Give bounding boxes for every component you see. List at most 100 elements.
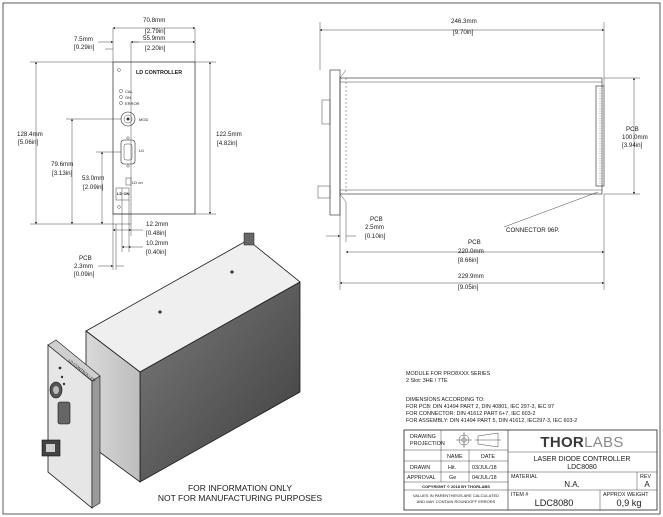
mount-screw-top — [117, 68, 121, 72]
dim-122-5-mm: 122.5mm — [216, 131, 242, 138]
dim-pcb-2-3-label: PCB — [79, 255, 92, 262]
logo-labs: LABS — [584, 434, 624, 451]
dsub-connector-icon — [120, 139, 136, 165]
notes-block: MODULE FOR PRO8XXX SERIES 2 Slot: 3HE / … — [158, 371, 577, 503]
drawing-projection-label-2: PROJECTION — [410, 441, 445, 447]
dim-pcb-2-5-label: PCB — [370, 216, 383, 223]
module-line-2: 2 Slot: 3HE / 7TE — [406, 378, 448, 384]
dim-55-9-mm: 55.9mm — [143, 35, 165, 42]
disclaimer-line-1: FOR INFORMATION ONLY — [188, 483, 292, 493]
dim-pcb-220-mm: 220.0mm — [458, 248, 484, 255]
weight-label: APPROX WEIGHT — [603, 492, 649, 498]
dims-assembly: FOR ASSEMBLY: DIN 41494 PART 5, DIN 4161… — [406, 418, 577, 424]
panel-title: LD CONTROLLER — [136, 70, 182, 76]
dim-pcb-220-in: [8.66in] — [458, 257, 479, 264]
logo-thor: THOR — [540, 434, 584, 451]
projection-symbol-icon — [456, 432, 501, 448]
ld-on-label: LD on — [132, 180, 143, 185]
dim-pcb-220-label: PCB — [468, 239, 481, 246]
drawn-date: 03/JUL/18 — [472, 465, 497, 471]
values-note-2: AND MAY CONTAIN ROUNDOFF ERRORS — [417, 499, 496, 504]
led-on-label: ON — [125, 95, 131, 100]
iso-rear-connector-icon — [243, 232, 255, 246]
dim-12-2-in: [0.48in] — [146, 230, 167, 237]
rev-value: A — [644, 480, 650, 489]
drawn-name: Hit. — [448, 465, 456, 471]
dim-pcb-2-3-in: [0.09in] — [74, 271, 95, 278]
description-line-2: LDC8080 — [567, 464, 597, 471]
dim-7-5-mm: 7.5mm — [74, 36, 93, 43]
col-date-header: DATE — [481, 454, 495, 460]
side-dsub-icon — [317, 185, 331, 199]
led-error-icon — [119, 101, 123, 105]
values-note-1: VALUES IN PARENTHESIS ARE CALCULATED — [413, 493, 499, 498]
dim-128-4-mm: 128.4mm — [17, 131, 43, 138]
side-bnc-icon — [321, 99, 331, 125]
dim-246-3-mm: 246.3mm — [451, 18, 477, 25]
dim-pcb-100-mm: 100.0mm — [622, 134, 648, 141]
dims-title: DIMENSIONS ACCORDING TO: — [406, 397, 485, 403]
material-value: N.A. — [564, 480, 580, 489]
connector-96p-label: CONNECTOR 96P. — [506, 227, 560, 234]
dim-122-5-in: [4.82in] — [217, 140, 238, 147]
side-view: 246.3mm [9.70in] PCB 100.0mm [3.94in] CO… — [317, 18, 648, 291]
dim-pcb-2-5-in: [0.10in] — [365, 233, 386, 240]
dsub-label: LD — [139, 148, 144, 153]
led-error-label: ERROR — [125, 101, 140, 106]
side-front-panel — [329, 69, 341, 216]
material-label: MATERIAL — [511, 474, 538, 480]
approval-name: Ge — [449, 475, 456, 481]
side-pcb-outline — [339, 77, 603, 195]
front-panel-outline — [112, 61, 196, 215]
dim-53-0-mm: 53.0mm — [82, 175, 104, 182]
dim-pcb-100-label: PCB — [626, 126, 639, 133]
drawing-projection-label-1: DRAWING — [410, 434, 436, 440]
dim-12-2-mm: 12.2mm — [146, 221, 168, 228]
iso-screw-2-icon — [230, 270, 234, 274]
thorlabs-logo: THORLABS — [540, 434, 623, 451]
title-block: DRAWING PROJECTION NAME DATE DRAWN Hit. … — [403, 429, 658, 511]
module-line-1: MODULE FOR PRO8XXX SERIES — [406, 371, 491, 377]
dim-pcb-2-5-mm: 2.5mm — [365, 224, 384, 231]
bnc-label: MOD — [139, 117, 148, 122]
dim-10-2-in: [0.40in] — [146, 249, 167, 256]
dim-128-4-in: [5.06in] — [18, 139, 39, 146]
dim-pcb-100-in: [3.94in] — [622, 142, 643, 149]
disclaimer-line-2: NOT FOR MANUFACTURING PURPOSES — [158, 493, 323, 503]
approval-date: 04/JUL/18 — [472, 475, 497, 481]
dim-246-3-in: [9.70in] — [453, 29, 474, 36]
dim-79-6-in: [3.13in] — [52, 170, 73, 177]
drawn-label: DRAWN — [410, 465, 430, 471]
iso-dsub-icon — [57, 401, 71, 425]
col-name-header: NAME — [447, 454, 463, 460]
copyright-text: COPYRIGHT © 2018 BY THORLABS — [422, 484, 490, 489]
led-on-icon — [119, 95, 123, 99]
dim-10-2-mm: 10.2mm — [146, 240, 168, 247]
dim-70-8-mm: 70.8mm — [143, 17, 165, 24]
isometric-view: LD CONTROLLER — [41, 232, 301, 509]
led-cal-label: CAL — [125, 89, 134, 94]
mount-screw-bottom — [117, 205, 121, 209]
connector-96p-icon — [595, 85, 605, 187]
led-cal-icon — [119, 89, 123, 93]
dim-pcb-2-3-mm: 2.3mm — [74, 263, 93, 270]
dim-79-6-mm: 79.6mm — [51, 161, 73, 168]
description-line-1: LASER DIODE CONTROLLER — [534, 456, 631, 463]
dim-70-8-in: [2.79in] — [145, 28, 166, 35]
dim-229-9-mm: 229.9mm — [458, 273, 484, 280]
iso-screw-1-icon — [158, 310, 162, 314]
item-label: ITEM # — [511, 492, 528, 498]
dim-7-5-in: [0.29in] — [74, 44, 95, 51]
connector-leader-line — [503, 191, 599, 228]
weight-value: 0,9 kg — [616, 498, 641, 508]
dims-pcb: FOR PCB: DIN 41494 PART 2, DIN 40801, IE… — [406, 404, 554, 410]
dim-53-0-in: [2.09in] — [83, 184, 104, 191]
approval-label: APPROVAL — [407, 475, 436, 481]
ld-on-button-label: LD ON — [117, 191, 130, 196]
dims-connector: FOR CONNECTOR: DIN 41612 PART 6+7, IEC 6… — [406, 411, 535, 417]
rev-label: REV — [640, 474, 651, 480]
item-value: LDC8080 — [535, 498, 574, 508]
front-view: LD CONTROLLER CAL ON ERROR MOD LD LD on … — [17, 17, 242, 278]
